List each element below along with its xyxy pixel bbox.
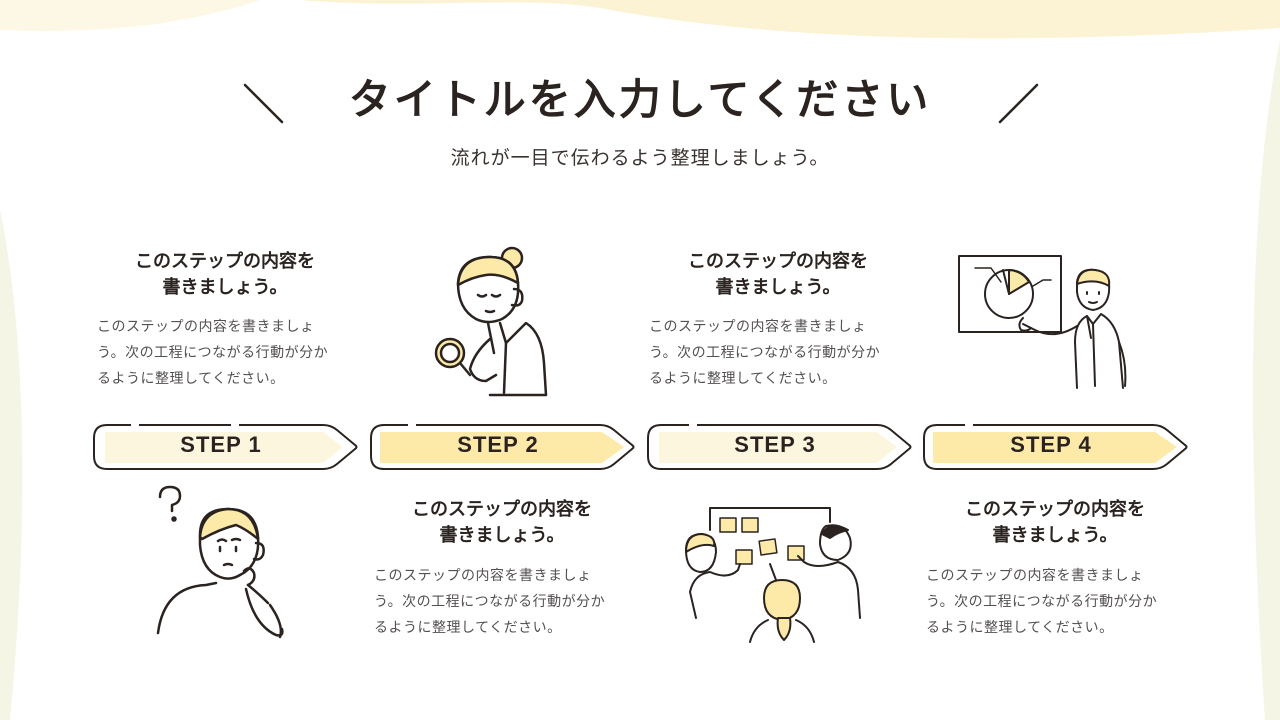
step4-body: このステップの内容を書きましょ う。次の工程につながる行動が分か るように整理し… [926,563,1191,641]
step1-arrow: STEP 1 [91,412,363,474]
step4-heading-line1: このステップの内容を [965,499,1145,520]
step3-arrow: STEP 3 [645,412,917,474]
step3-heading: このステップの内容を 書きましょう。 [643,249,913,301]
team-sticky-notes-icon [685,507,861,643]
page-title: タイトルを入力してください [348,75,932,124]
step1-arrow-shape [93,420,358,470]
title-area: タイトルを入力してください [0,70,1280,130]
step2-arrow: STEP 2 [368,412,640,474]
step4-body-line3: るように整理してください。 [926,620,1114,636]
step3-heading-line2: 書きましょう。 [715,277,841,298]
step2-body-line3: るように整理してください。 [374,620,562,636]
page-subtitle: 流れが一目で伝わるよう整理しましょう。 [450,147,830,169]
step3-heading-line1: このステップの内容を [688,251,868,272]
step1-body-line1: このステップの内容を書きましょ [97,319,315,335]
step4-arrow: STEP 4 [921,412,1193,474]
step4-body-line2: う。次の工程につながる行動が分か [926,594,1158,610]
step2-heading-line1: このステップの内容を [412,499,592,520]
step2-body-line1: このステップの内容を書きましょ [374,568,592,584]
presenter-pie-chart-icon [958,255,1127,389]
step1-label: STEP 1 [180,432,262,457]
left-title-slash [243,83,284,124]
top-background-blob [0,0,1280,39]
step4-heading-line2: 書きましょう。 [992,525,1118,546]
step1-body-line3: るように整理してください。 [97,371,285,387]
step1-heading-line2: 書きましょう。 [162,277,288,298]
thinking-person-icon [156,485,284,639]
step4-body-line1: このステップの内容を書きましょ [926,568,1144,584]
magnifier-person-icon [434,246,548,397]
right-title-slash [998,83,1039,124]
step3-body-line3: るように整理してください。 [649,371,837,387]
step4-label: STEP 4 [1010,432,1092,457]
step3-body: このステップの内容を書きましょ う。次の工程につながる行動が分か るように整理し… [649,314,914,392]
step2-body: このステップの内容を書きましょ う。次の工程につながる行動が分か るように整理し… [374,563,639,641]
step3-arrow-shape [647,420,912,470]
step2-body-line2: う。次の工程につながる行動が分か [374,594,606,610]
step1-body-line2: う。次の工程につながる行動が分か [97,345,329,361]
right-background-blob [1253,40,1280,720]
step3-body-line2: う。次の工程につながる行動が分か [649,345,881,361]
step1-body: このステップの内容を書きましょ う。次の工程につながる行動が分か るように整理し… [97,314,362,392]
step2-label: STEP 2 [457,432,539,457]
step4-arrow-shape [923,420,1188,470]
step1-heading-line1: このステップの内容を [135,251,315,272]
step3-label: STEP 3 [734,432,816,457]
step1-heading: このステップの内容を 書きましょう。 [90,249,360,301]
step2-heading: このステップの内容を 書きましょう。 [367,497,637,549]
step3-body-line1: このステップの内容を書きましょ [649,319,867,335]
step2-arrow-shape [370,420,635,470]
left-background-blob [0,210,23,720]
step2-heading-line2: 書きましょう。 [439,525,565,546]
step4-heading: このステップの内容を 書きましょう。 [920,497,1190,549]
